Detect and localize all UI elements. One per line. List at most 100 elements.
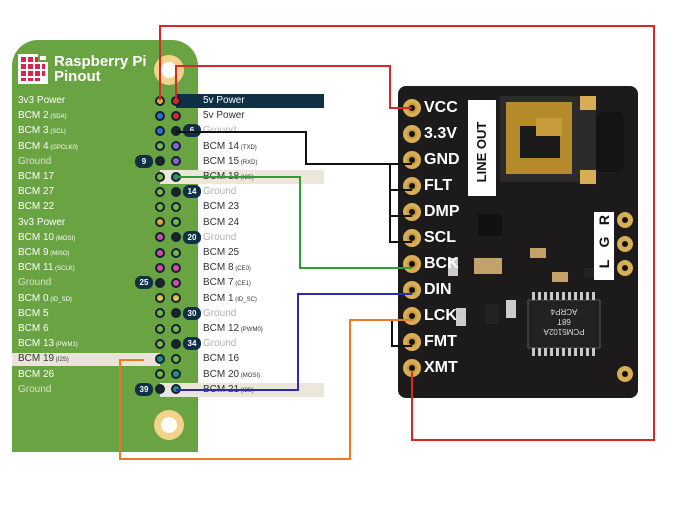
left-pin-label-27: BCM 0 (ID_SD) xyxy=(18,292,72,307)
left-pin-label-23-sub: (SCLK) xyxy=(53,266,75,273)
left-pin-label-5: BCM 3 (SCL) xyxy=(18,124,66,139)
left-pin-label-23: BCM 11 (SCLK) xyxy=(18,261,75,276)
header-pin-11 xyxy=(155,171,165,182)
right-pin-label-34-text: Ground xyxy=(203,338,237,350)
capacitor-3 xyxy=(552,272,568,282)
left-pin-label-19-text: BCM 10 xyxy=(18,231,55,243)
left-pin-label-21-text: BCM 9 xyxy=(18,247,49,258)
right-pin-label-20-text: Ground xyxy=(203,231,237,243)
right-pin-label-18: BCM 24 xyxy=(203,216,239,229)
right-pin-label-34: Ground xyxy=(203,337,236,350)
pinout-title-line2: Pinout xyxy=(54,68,101,85)
header-pin-4 xyxy=(171,110,181,121)
header-pin-16 xyxy=(171,201,181,212)
left-pin-label-11: BCM 17 xyxy=(18,170,54,183)
left-pin-label-19-sub: (MOSI) xyxy=(54,235,76,242)
right-pin-label-26: BCM 7 (CE1) xyxy=(203,276,251,291)
side-label-box xyxy=(594,212,614,280)
header-pin-39 xyxy=(155,384,165,395)
wire-orange-lck xyxy=(119,319,412,460)
header-pin-18 xyxy=(171,217,181,228)
right-pin-label-38-text: BCM 20 xyxy=(203,368,240,380)
highlight-row-bcm19 xyxy=(12,353,160,366)
wire-black-bridge xyxy=(389,164,412,243)
ground-badge-left-9: 9 xyxy=(135,154,153,168)
right-pin-label-4: 5v Power xyxy=(203,109,245,122)
small-ic xyxy=(478,214,502,236)
right-pin-label-8-text: BCM 14 xyxy=(203,140,240,152)
header-pin-38 xyxy=(171,369,181,380)
left-pin-label-33: BCM 13 (PWM1) xyxy=(18,337,78,352)
header-pin-31 xyxy=(155,323,165,334)
right-pin-label-38: BCM 20 (MOSI) xyxy=(203,368,260,383)
wire-black-fmt xyxy=(391,320,412,347)
header-pin-14 xyxy=(171,186,181,197)
header-pin-24 xyxy=(171,262,181,273)
left-pin-label-13-text: BCM 27 xyxy=(18,186,55,198)
pinout-title: Raspberry Pi Pinout xyxy=(54,54,147,84)
right-pin-label-32: BCM 12 (PWM0) xyxy=(203,322,263,337)
header-pin-17 xyxy=(155,217,165,228)
left-pin-label-21: BCM 9 (MISO) xyxy=(18,246,70,261)
left-pin-label-1: 3v3 Power xyxy=(18,94,65,107)
left-pin-label-21-sub: (MISO) xyxy=(48,251,70,257)
chip-pins-bottom xyxy=(532,348,595,356)
header-pin-10 xyxy=(171,156,181,167)
capacitor-1 xyxy=(474,258,502,274)
header-pin-5 xyxy=(155,125,165,136)
dac-pin-label-33v: 3.3V xyxy=(424,125,457,142)
header-pin-37 xyxy=(155,369,165,380)
wire-blue-din xyxy=(176,293,412,391)
right-pin-label-10: BCM 15 (RXD) xyxy=(203,155,257,170)
resistor-1 xyxy=(584,268,600,278)
right-pin-label-2-text: 5v Power xyxy=(203,95,245,106)
header-pin-20 xyxy=(171,232,181,243)
header-pin-21 xyxy=(155,247,165,258)
left-pin-label-39: Ground xyxy=(18,383,51,396)
right-pin-label-6: Ground xyxy=(203,124,236,137)
left-pin-label-25: Ground xyxy=(18,276,51,289)
header-pin-32 xyxy=(171,323,181,334)
header-pin-35 xyxy=(155,353,165,364)
pcm-chip xyxy=(527,299,601,349)
jack-barrel xyxy=(596,112,624,172)
left-pin-label-31: BCM 6 xyxy=(18,322,49,335)
dac-pin-label-scl: SCL xyxy=(424,229,456,246)
left-pin-label-5-sub: (SCL) xyxy=(48,129,66,136)
left-pin-label-7: BCM 4 (GPCLK0) xyxy=(18,140,78,155)
header-pin-22 xyxy=(171,247,181,258)
right-pin-label-24-sub: (CE0) xyxy=(233,266,251,273)
left-pin-label-13: BCM 27 xyxy=(18,185,54,198)
left-pin-label-15: BCM 22 xyxy=(18,200,54,213)
dac-pin-label-din: DIN xyxy=(424,281,452,298)
header-pin-15 xyxy=(155,201,165,212)
right-pin-label-26-text: BCM 7 xyxy=(203,277,234,289)
right-pin-label-4-text: 5v Power xyxy=(203,110,245,122)
smd-2 xyxy=(456,308,466,326)
ground-badge-right-20: 20 xyxy=(183,230,201,244)
left-pin-label-9-text: Ground xyxy=(18,155,52,167)
header-pin-9 xyxy=(155,156,165,167)
left-pin-label-35-text: BCM 19 xyxy=(18,353,55,365)
left-pin-label-33-text: BCM 13 xyxy=(18,338,55,350)
left-pin-label-19: BCM 10 (MOSI) xyxy=(18,231,75,246)
left-pin-label-29-text: BCM 5 xyxy=(18,307,49,319)
ground-badge-left-39: 39 xyxy=(135,382,153,396)
right-pin-label-2: 5v Power xyxy=(203,94,245,107)
left-pin-label-7-text: BCM 4 xyxy=(18,140,49,152)
header-pin-13 xyxy=(155,186,165,197)
right-pin-label-32-sub: (PWM0) xyxy=(239,327,263,333)
led xyxy=(486,304,498,324)
left-pin-label-39-text: Ground xyxy=(18,383,52,395)
left-pin-label-23-text: BCM 11 xyxy=(18,262,54,274)
header-pin-28 xyxy=(171,293,181,304)
right-pin-label-14: Ground xyxy=(203,185,236,198)
right-pin-label-30: Ground xyxy=(203,307,236,320)
dac-pin-label-gnd: GND xyxy=(424,151,460,168)
smd-3 xyxy=(506,300,516,318)
header-pin-29 xyxy=(155,308,165,319)
left-pin-label-25-text: Ground xyxy=(18,277,52,289)
ground-badge-right-34: 34 xyxy=(183,337,201,351)
left-pin-label-17-text: 3v3 Power xyxy=(18,216,66,228)
